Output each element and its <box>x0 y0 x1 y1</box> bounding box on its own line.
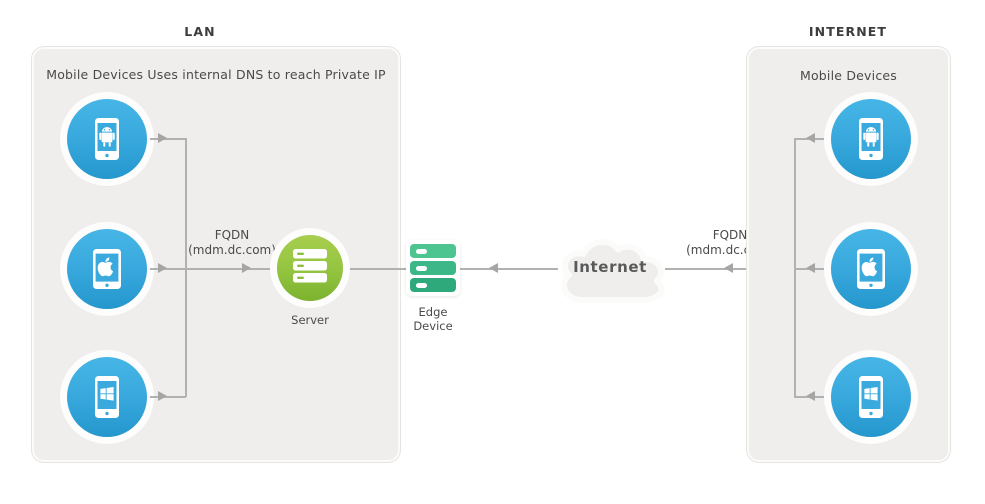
arrow-right-to-cloud <box>724 263 733 273</box>
windows-phone-icon <box>851 374 891 420</box>
edge-device-label: Edge Device <box>413 305 453 333</box>
apple-tablet-icon <box>87 246 127 292</box>
edge-device-bar-3 <box>410 278 456 292</box>
server-node[interactable] <box>277 235 343 301</box>
internet-cloud[interactable] <box>548 224 672 316</box>
lan-wire-windows-stub <box>150 396 186 398</box>
internet-wire-vertical-bus <box>794 138 796 397</box>
lan-android-device[interactable] <box>67 99 147 179</box>
lan-wire-android-stub <box>150 138 186 140</box>
internet-arrow-android <box>806 133 815 143</box>
lan-fqdn-label: FQDN (mdm.dc.com) <box>188 228 276 257</box>
lan-wire-apple-stub <box>150 268 186 270</box>
arrow-cloud-to-edge <box>489 263 498 273</box>
lan-wire-vertical-bus <box>185 138 187 397</box>
internet-zone-title: INTERNET <box>808 24 888 39</box>
lan-arrow-android <box>158 133 167 143</box>
lan-arrow-windows <box>158 391 167 401</box>
lan-zone-caption: Mobile Devices Uses internal DNS to reac… <box>46 67 386 82</box>
internet-windows-device[interactable] <box>831 357 911 437</box>
internet-android-device[interactable] <box>831 99 911 179</box>
lan-zone-title: LAN <box>184 24 216 39</box>
internet-apple-device[interactable] <box>831 229 911 309</box>
server-label: Server <box>291 313 329 327</box>
lan-arrow-apple <box>158 263 167 273</box>
lan-apple-device[interactable] <box>67 229 147 309</box>
internet-arrow-apple <box>806 263 815 273</box>
lan-wire-bus-to-server <box>185 268 280 270</box>
apple-tablet-icon <box>851 246 891 292</box>
wire-server-to-edge <box>350 268 406 270</box>
lan-arrow-to-server <box>242 263 251 273</box>
android-phone-icon <box>851 116 891 162</box>
edge-device-bar-2 <box>410 261 456 275</box>
edge-device-bar-1 <box>410 244 456 258</box>
server-rack-icon <box>291 248 329 288</box>
windows-phone-icon <box>87 374 127 420</box>
android-phone-icon <box>87 116 127 162</box>
lan-windows-device[interactable] <box>67 357 147 437</box>
edge-device-node[interactable] <box>406 240 460 296</box>
internet-cloud-label: Internet <box>573 258 647 276</box>
internet-arrow-windows <box>806 391 815 401</box>
internet-zone-caption: Mobile Devices <box>799 68 898 83</box>
wire-edge-to-cloud <box>460 268 558 270</box>
